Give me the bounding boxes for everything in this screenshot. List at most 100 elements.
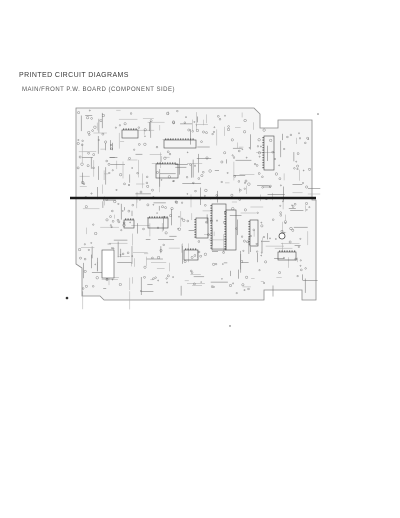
solder-pad [207, 233, 210, 236]
solder-pad [215, 194, 218, 197]
solder-pad [213, 126, 216, 129]
component-pin [172, 162, 174, 164]
solder-pad [82, 182, 86, 185]
solder-pad [157, 256, 161, 259]
pcb-outline [75, 107, 317, 301]
solder-pad [258, 269, 261, 272]
component-pin [132, 218, 134, 220]
solder-pad [155, 146, 159, 149]
component-outline [195, 217, 209, 239]
solder-pad [111, 169, 114, 172]
solder-pad [212, 130, 215, 133]
solder-pad [163, 156, 167, 160]
solder-pad [261, 175, 264, 178]
component-pin [248, 221, 250, 223]
component-pin [128, 128, 130, 130]
page-title: PRINTED CIRCUIT DIAGRAMS [19, 72, 129, 79]
solder-pad [279, 204, 282, 207]
component-pin [210, 225, 212, 227]
solder-pad [262, 128, 266, 132]
corner-mark [65, 296, 69, 300]
solder-pad [308, 167, 311, 171]
solder-pad [164, 206, 167, 209]
solder-pad [143, 142, 147, 146]
solder-pad [190, 256, 194, 259]
component-pin [262, 144, 264, 146]
solder-pad [229, 284, 232, 287]
solder-pad [203, 252, 207, 256]
solder-pad [168, 153, 172, 156]
solder-pad [304, 141, 307, 144]
component-pin [248, 223, 250, 225]
component-pin [175, 138, 177, 140]
solder-pad [157, 279, 159, 282]
solder-pad [286, 135, 289, 139]
solder-pad [105, 218, 109, 222]
solder-pad [247, 182, 251, 186]
solder-pad [260, 145, 262, 148]
solder-pad [222, 263, 224, 265]
solder-pad [110, 144, 113, 146]
solder-pad [243, 130, 247, 134]
component-pin [195, 248, 197, 250]
solder-pad [137, 126, 140, 129]
solder-pad [108, 172, 111, 174]
component-pin [125, 128, 127, 130]
solder-pad [226, 172, 229, 174]
component-pin [194, 236, 196, 238]
solder-pad [91, 129, 94, 132]
component-pin [248, 238, 250, 240]
solder-pad [307, 138, 310, 140]
component-pin [224, 221, 226, 223]
solder-pad [127, 209, 131, 213]
solder-pad [256, 145, 259, 148]
solder-pad [299, 137, 301, 140]
component-pin [224, 233, 226, 235]
solder-pad [111, 247, 113, 249]
component-outline [183, 249, 199, 261]
solder-pad [305, 185, 308, 189]
solder-pad [235, 227, 238, 230]
solder-pad [262, 236, 265, 238]
solder-pad [177, 228, 179, 230]
component-pin [224, 236, 226, 238]
solder-pad [218, 118, 222, 121]
solder-pad [202, 130, 205, 134]
solder-pad [109, 224, 112, 227]
solder-pad [172, 276, 174, 278]
solder-pad [76, 142, 80, 145]
solder-pad [308, 206, 311, 209]
component-pin [248, 226, 250, 228]
component-pin [262, 149, 264, 151]
solder-pad [269, 186, 271, 189]
solder-pad [233, 175, 236, 178]
component-pin [194, 234, 196, 236]
solder-pad [107, 163, 111, 166]
component-pin [167, 162, 169, 164]
solder-pad [252, 228, 255, 232]
solder-pad [105, 159, 108, 163]
component-pin [248, 231, 250, 233]
solder-pad [208, 169, 212, 173]
solder-pad [76, 166, 80, 170]
solder-pad [77, 111, 80, 114]
solder-pad [304, 267, 307, 270]
component-outline [123, 219, 135, 229]
solder-pad [248, 147, 251, 149]
solder-pad [260, 251, 263, 254]
solder-pad [111, 220, 115, 223]
solder-pad [80, 162, 84, 166]
component-pin [224, 226, 226, 228]
solder-pad [260, 254, 263, 257]
solder-pad [278, 271, 281, 274]
solder-pad [84, 205, 88, 209]
solder-pad [211, 133, 214, 136]
solder-pad [222, 251, 225, 254]
solder-pad [123, 182, 126, 186]
solder-pad [131, 255, 134, 257]
solder-pad [244, 181, 246, 184]
solder-pad [216, 219, 218, 222]
solder-pad [291, 228, 295, 232]
component-pin [194, 224, 196, 226]
component-pin [169, 162, 171, 164]
